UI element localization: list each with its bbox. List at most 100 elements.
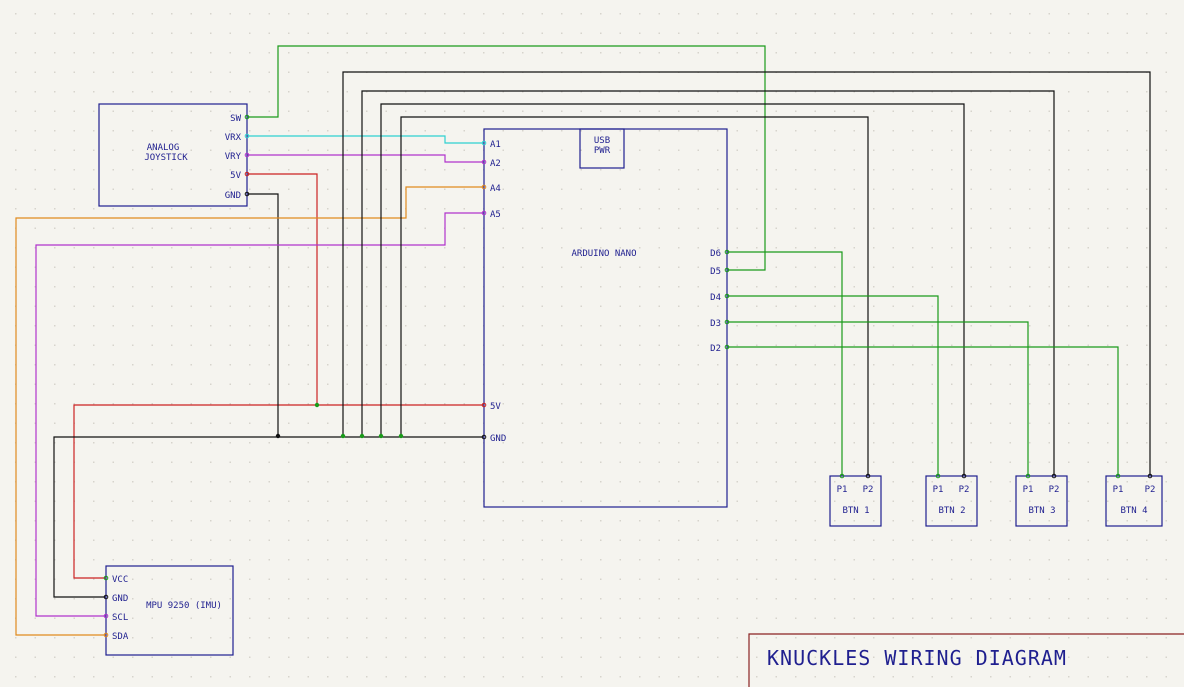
arduino-pin-a1: A1 xyxy=(490,140,501,150)
pin-dot xyxy=(1051,473,1057,479)
joystick-pin-sw: SW xyxy=(230,114,241,124)
usb-port xyxy=(579,128,625,169)
button-pin-p1: P1 xyxy=(1023,485,1034,495)
button-pin-p2: P2 xyxy=(1145,485,1156,495)
wire-d3-btn3 xyxy=(727,321,1029,476)
pin-dot xyxy=(839,473,845,479)
pin-dot xyxy=(724,293,730,299)
button-pin-p2: P2 xyxy=(863,485,874,495)
pin-dot xyxy=(961,473,967,479)
junction-dot xyxy=(398,433,404,439)
joystick-pin-5v: 5V xyxy=(230,171,241,181)
wire-gnd-btn4 xyxy=(342,71,1151,476)
joystick-pin-gnd: GND xyxy=(225,191,241,201)
imu-module: MPU 9250 (IMU) VCC GND SCL SDA xyxy=(103,565,234,656)
button-pin-p1: P1 xyxy=(933,485,944,495)
wire-vry-a2 xyxy=(247,154,484,163)
junction-dot xyxy=(359,433,365,439)
usb-label-line1: USB xyxy=(594,136,610,146)
title-block: KNUCKLES WIRING DIAGRAM xyxy=(748,633,1184,687)
button-2: P1 P2 BTN 2 xyxy=(925,473,978,527)
wire-sw-d5 xyxy=(247,45,766,271)
pin-dot xyxy=(103,575,109,581)
button-pin-p2: P2 xyxy=(1049,485,1060,495)
wire-a5-scl xyxy=(35,212,484,617)
junction-dot xyxy=(314,402,320,408)
pin-dot xyxy=(481,184,487,190)
pin-dot xyxy=(244,152,250,158)
arduino-pin-d6: D6 xyxy=(710,249,721,259)
button-box xyxy=(829,475,882,527)
wire-joystick-5v xyxy=(247,173,318,405)
arduino-nano: USB PWR ARDUINO NANO A1 A2 A4 A5 5V GND … xyxy=(481,128,730,508)
joystick-pin-vry: VRY xyxy=(225,152,242,162)
junction-dot xyxy=(340,433,346,439)
analog-joystick: ANALOG JOYSTICK SW VRX VRY 5V GND xyxy=(98,103,250,207)
pin-dot xyxy=(1147,473,1153,479)
pin-dot xyxy=(481,140,487,146)
pin-dot xyxy=(481,159,487,165)
arduino-pin-a5: A5 xyxy=(490,210,501,220)
wire-d4-btn2 xyxy=(727,295,939,476)
pin-dot xyxy=(244,171,250,177)
wire-gnd-btn3 xyxy=(361,90,1055,476)
junction-dot xyxy=(275,433,281,439)
button-name: BTN 2 xyxy=(938,506,965,516)
arduino-pin-5v: 5V xyxy=(490,402,501,412)
wire-d6-btn1 xyxy=(727,251,843,476)
joystick-name-line1: ANALOG xyxy=(147,143,180,153)
pin-dot xyxy=(244,133,250,139)
button-3: P1 P2 BTN 3 xyxy=(1015,473,1068,527)
pin-dot xyxy=(724,267,730,273)
arduino-pin-d5: D5 xyxy=(710,267,721,277)
wires xyxy=(15,45,1151,636)
arduino-pin-a4: A4 xyxy=(490,184,501,194)
button-box xyxy=(925,475,978,527)
arduino-pin-d3: D3 xyxy=(710,319,721,329)
button-name: BTN 4 xyxy=(1120,506,1147,516)
button-name: BTN 1 xyxy=(842,506,869,516)
pin-dot xyxy=(481,402,487,408)
imu-box xyxy=(105,565,234,656)
arduino-pin-a2: A2 xyxy=(490,159,501,169)
pin-dot xyxy=(865,473,871,479)
pin-dot xyxy=(244,191,250,197)
diagram-title: KNUCKLES WIRING DIAGRAM xyxy=(767,646,1067,670)
pin-dot xyxy=(103,613,109,619)
button-1: P1 P2 BTN 1 xyxy=(829,473,882,527)
wire-gnd-btn2 xyxy=(380,103,965,476)
pin-dot xyxy=(1025,473,1031,479)
wire-vrx-a1 xyxy=(247,135,484,144)
button-box xyxy=(1015,475,1068,527)
pin-dot xyxy=(103,632,109,638)
wire-a4-sda xyxy=(15,186,484,636)
button-pin-p1: P1 xyxy=(1113,485,1124,495)
joystick-pin-vrx: VRX xyxy=(225,133,242,143)
arduino-name: ARDUINO NANO xyxy=(571,249,636,259)
button-box xyxy=(1105,475,1163,527)
button-pin-p1: P1 xyxy=(837,485,848,495)
wire-gnd-bus xyxy=(53,436,484,598)
pin-dot xyxy=(724,319,730,325)
button-name: BTN 3 xyxy=(1028,506,1055,516)
arduino-pin-gnd: GND xyxy=(490,434,506,444)
wire-d2-btn4 xyxy=(727,346,1119,476)
imu-pin-scl: SCL xyxy=(112,613,128,623)
wire-joystick-gnd xyxy=(247,193,279,436)
pin-dot xyxy=(481,434,487,440)
imu-pin-gnd: GND xyxy=(112,594,128,604)
pin-dot xyxy=(244,114,250,120)
button-4: P1 P2 BTN 4 xyxy=(1105,473,1163,527)
joystick-box xyxy=(98,103,248,207)
arduino-pin-d4: D4 xyxy=(710,293,721,303)
pin-dot xyxy=(481,210,487,216)
usb-label-line2: PWR xyxy=(594,146,611,156)
wire-5v-bus xyxy=(73,404,484,579)
pin-dot xyxy=(724,249,730,255)
title-border xyxy=(748,633,1184,687)
arduino-pin-d2: D2 xyxy=(710,344,721,354)
joystick-name-line2: JOYSTICK xyxy=(144,153,188,163)
imu-pin-vcc: VCC xyxy=(112,575,128,585)
